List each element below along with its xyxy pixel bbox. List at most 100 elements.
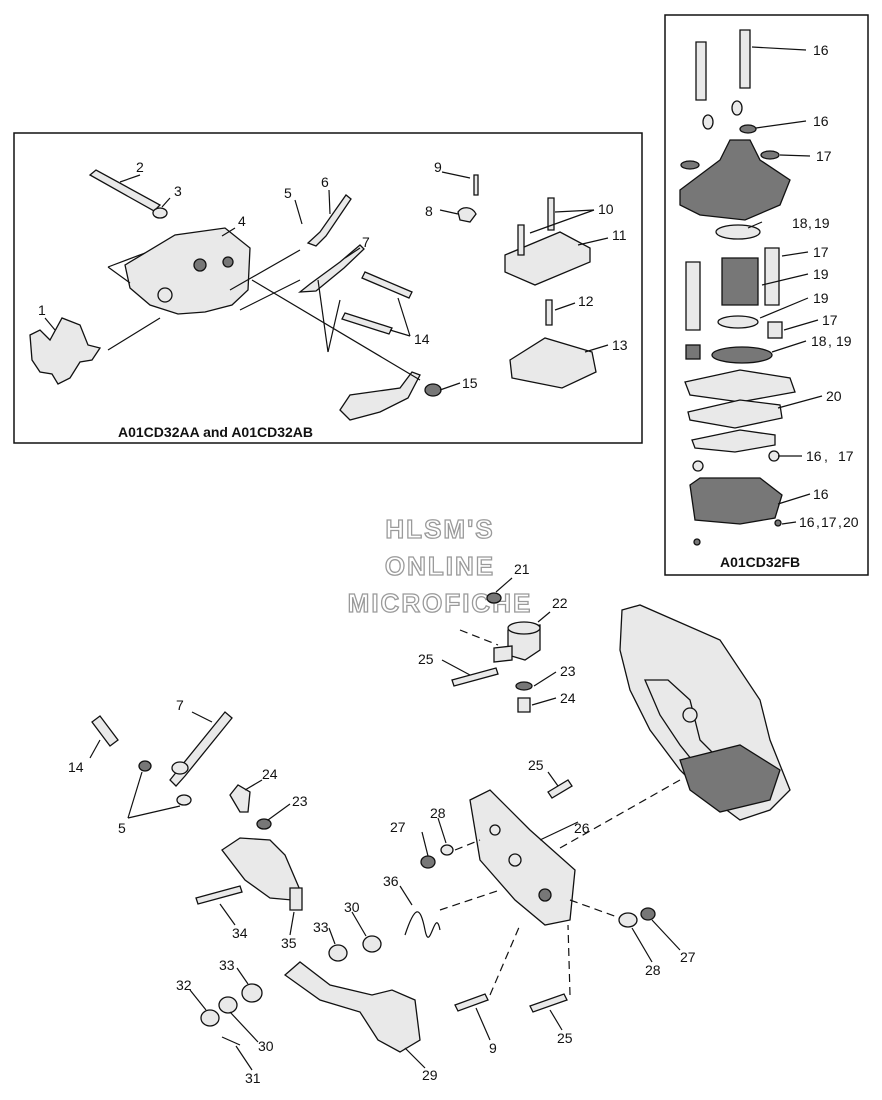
washer-drawing	[440, 844, 454, 856]
inset-right-frame	[664, 14, 869, 576]
clip-drawing	[457, 207, 477, 223]
callout-35: 35	[281, 935, 297, 951]
nut-drawing	[420, 855, 436, 869]
hose-drawing	[229, 784, 251, 813]
caliper-body-drawing	[124, 227, 251, 315]
callout-8: 8	[425, 203, 433, 219]
plate-drawing	[687, 399, 783, 429]
callout-29: 29	[422, 1067, 438, 1083]
caliper-port	[222, 256, 234, 268]
bolt-drawing	[545, 299, 553, 326]
long-bolt-drawing	[88, 169, 162, 212]
callout-4: 4	[238, 213, 246, 229]
callout-16: 16	[806, 448, 822, 464]
plate-drawing	[691, 429, 776, 453]
bolt-drawing	[195, 885, 243, 905]
bolt-drawing	[454, 993, 489, 1012]
callout-18: 18	[792, 215, 808, 231]
clevis-drawing	[171, 761, 189, 775]
washer-drawing	[760, 150, 780, 160]
washer-drawing	[200, 1009, 220, 1027]
callout-16: 16	[813, 42, 829, 58]
bolt-drawing	[451, 667, 499, 687]
housing-drawing	[679, 139, 791, 221]
callout-22: 22	[552, 595, 568, 611]
callout-30: 30	[258, 1038, 274, 1054]
washer-drawing	[618, 912, 638, 928]
bolt-drawing	[517, 224, 525, 256]
brake-pad-drawing	[29, 317, 102, 385]
callout-14: 14	[68, 759, 84, 775]
brake-cable-drawing	[297, 244, 365, 293]
callout-9: 9	[489, 1040, 497, 1056]
callout-17-sep: ,	[824, 448, 828, 464]
bolt-drawing	[739, 29, 751, 89]
watermark-line-2: ONLINE	[385, 551, 495, 581]
washer-drawing	[768, 450, 780, 462]
seal-drawing	[717, 315, 759, 329]
callout-23: 23	[292, 793, 308, 809]
bracket-hole	[489, 824, 501, 836]
bolt-drawing	[529, 993, 568, 1013]
brake-rod-drawing	[306, 194, 352, 247]
cap-drawing	[486, 592, 502, 604]
pushrod-drawing	[289, 887, 303, 911]
callout-10: 10	[598, 201, 614, 217]
callout-1: 1	[38, 302, 46, 318]
callout-25: 25	[418, 651, 434, 667]
bracket-drawing	[504, 231, 591, 286]
bleeder-drawing	[693, 538, 701, 546]
callout-19: 19	[814, 215, 830, 231]
watermark-line-3: MICROFICHE	[348, 588, 533, 618]
bracket-drawing	[493, 645, 513, 663]
callout-20: 20	[843, 514, 859, 530]
callout-16: 16	[799, 514, 815, 530]
callout-27: 27	[390, 819, 406, 835]
callout-17: 17	[822, 312, 838, 328]
callout-25: 25	[528, 757, 544, 773]
bolt-drawing	[547, 779, 573, 799]
inset-left-group: 2 3 4 1 5 6 7 9 8 10 11 12 13 14 15 A01C…	[13, 132, 643, 444]
callout-24: 24	[560, 690, 576, 706]
callout-16: 16	[813, 113, 829, 129]
bracket-hole	[508, 853, 522, 867]
bolt-drawing	[341, 312, 393, 335]
callout-13: 13	[612, 337, 628, 353]
callout-7: 7	[362, 234, 370, 250]
callout-33: 33	[313, 919, 329, 935]
callout-32: 32	[176, 977, 192, 993]
clamp-drawing	[515, 681, 533, 691]
bolt-drawing	[91, 715, 119, 747]
piston-drawing	[721, 257, 759, 306]
callout-17: 17	[813, 244, 829, 260]
callout-17: 17	[838, 448, 854, 464]
callout-9: 9	[434, 159, 442, 175]
clamp-drawing	[256, 818, 272, 830]
bracket-hole	[538, 888, 552, 902]
caliper-port	[157, 287, 173, 303]
callout-28: 28	[645, 962, 661, 978]
cable-drawing	[169, 711, 233, 787]
bushing-drawing	[328, 944, 348, 962]
callout-14: 14	[414, 331, 430, 347]
bolt-drawing	[764, 247, 780, 306]
callout-2: 2	[136, 159, 144, 175]
spring-drawing	[404, 911, 441, 938]
watermark-line-1: HLSM'S	[385, 514, 494, 544]
washer-drawing	[176, 794, 192, 806]
spacer-drawing	[767, 321, 783, 339]
bolt-drawing	[361, 271, 413, 299]
inset-left-caption: A01CD32AA and A01CD32AB	[118, 424, 313, 440]
washer-drawing	[138, 760, 152, 772]
hose-drawing	[517, 697, 531, 713]
callout-12: 12	[578, 293, 594, 309]
nut-drawing	[424, 383, 442, 397]
callout-21: 21	[514, 561, 530, 577]
callout-17: 17	[821, 514, 837, 530]
lower-body-drawing	[689, 477, 783, 525]
callout-25: 25	[557, 1030, 573, 1046]
callout-28: 28	[430, 805, 446, 821]
nut-drawing	[640, 907, 656, 921]
